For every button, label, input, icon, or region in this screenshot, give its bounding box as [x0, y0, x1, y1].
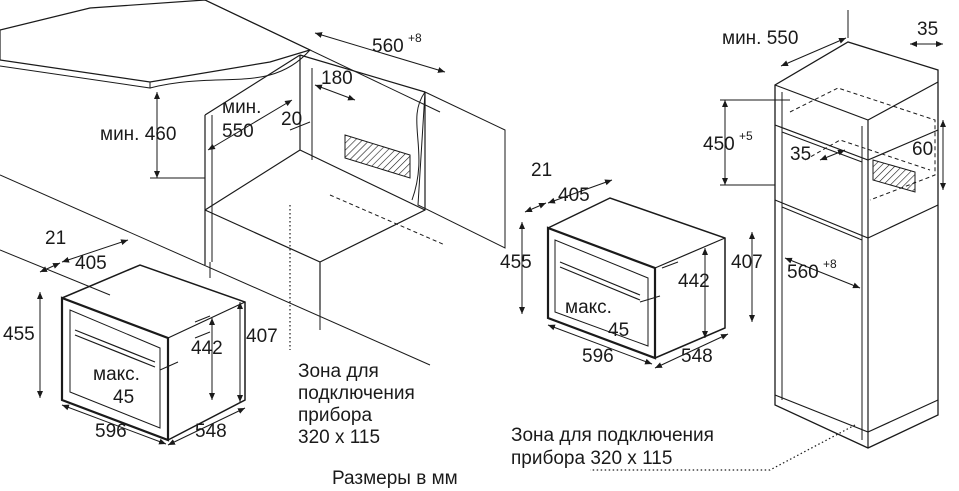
left-install-labels: 560 +8 180 мин. 460 мин. 550 20	[100, 31, 422, 145]
right-dim-35: 35	[790, 144, 811, 165]
left-zone-line-4: 320 x 115	[298, 427, 380, 448]
right-install-labels: мин. 550 35 450 +5 35 60 560 +8	[703, 19, 938, 283]
appliance-front-right	[546, 226, 657, 360]
left-max-label-2: 45	[113, 387, 134, 408]
right-appliance-drawing	[519, 179, 755, 369]
left-dim-405: 405	[75, 253, 107, 274]
left-max-label-1: макс.	[93, 364, 140, 385]
side-wall	[417, 91, 506, 249]
right-tall-cabinet-drawing	[590, 10, 946, 471]
right-dim-405: 405	[558, 185, 590, 206]
tall-cabinet-outline	[774, 41, 939, 449]
right-zone-line-2: прибора 320 x 115	[511, 448, 672, 469]
left-connection-zone-label: Зона для подключения прибора 320 x 115	[298, 361, 415, 448]
right-dim-596: 596	[582, 346, 614, 367]
left-zone-line-3: прибора	[298, 405, 372, 426]
right-dim-442: 442	[678, 271, 710, 292]
left-zone-line-2: подключения	[298, 383, 415, 404]
left-appliance-drawing	[37, 239, 246, 446]
right-dim-407: 407	[731, 252, 763, 273]
right-connection-zone-label: Зона для подключения прибора 320 x 115	[511, 425, 714, 469]
right-dim-455: 455	[500, 252, 532, 273]
right-depth-sup: +8	[823, 257, 837, 271]
units-note: Размеры в мм	[332, 468, 458, 489]
left-width-label: 180	[321, 68, 353, 89]
right-depth-label: 560	[787, 262, 819, 283]
left-zone-line-1: Зона для	[298, 361, 379, 382]
right-max-label-1: макс.	[565, 297, 612, 318]
right-max-label-2: 45	[608, 320, 629, 341]
left-dim-407: 407	[246, 326, 278, 347]
right-dim-60: 60	[912, 139, 933, 160]
connection-slot-left	[344, 134, 411, 179]
right-height-label: 450	[703, 134, 735, 155]
left-dim-442: 442	[191, 338, 223, 359]
right-dim-548: 548	[681, 346, 713, 367]
left-min-height-label: мин. 460	[100, 124, 176, 145]
left-dim-455: 455	[3, 324, 35, 345]
left-dim-21: 21	[45, 228, 66, 249]
worktop	[0, 0, 312, 83]
right-zone-line-1: Зона для подключения	[511, 425, 714, 446]
left-dim-596: 596	[95, 421, 127, 442]
right-min-width-label: мин. 550	[722, 28, 798, 49]
left-min-width-label-1: мин.	[222, 97, 261, 118]
right-dim-35-top: 35	[917, 19, 938, 40]
left-gap-label: 20	[281, 109, 302, 130]
right-appliance-labels: 21 405 455 442 407 макс. 45 596 548	[500, 160, 763, 367]
right-dim-21: 21	[531, 160, 552, 181]
left-depth-sup: +8	[408, 31, 422, 45]
left-appliance-labels: 21 405 455 442 407 макс. 45 596 548	[3, 228, 278, 442]
connection-slot-right	[872, 159, 916, 193]
right-height-sup: +5	[739, 129, 753, 143]
left-dim-548: 548	[195, 421, 227, 442]
left-installation-drawing	[0, 0, 506, 366]
left-depth-label: 560	[372, 36, 404, 57]
left-min-width-label-2: 550	[222, 121, 254, 142]
